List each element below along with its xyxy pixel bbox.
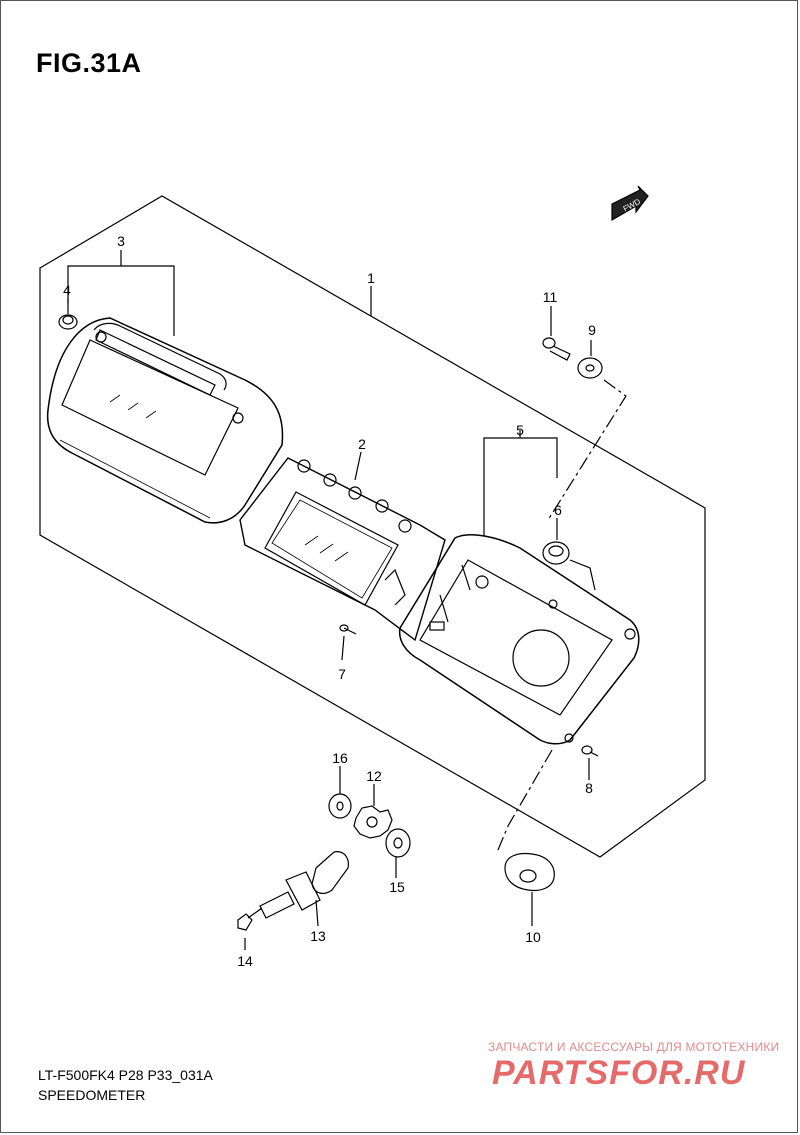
leader-5 [483, 437, 558, 536]
screw-11 [542, 337, 571, 361]
screw-7 [339, 624, 357, 635]
leader-2 [354, 451, 362, 481]
washer-15 [385, 828, 411, 858]
meter-cover-3 [46, 317, 284, 524]
fwd-arrow-icon [611, 185, 649, 222]
part-label-16: 16 [332, 750, 348, 766]
assembly-line-9 [547, 379, 627, 521]
part-label-3: 3 [117, 233, 125, 249]
gear-12 [353, 805, 393, 839]
part-label-15: 15 [389, 879, 405, 895]
bolt-14 [237, 907, 263, 931]
washer-16 [328, 793, 352, 819]
watermark-tagline: ЗАПЧАСТИ И АКСЕССУАРЫ ДЛЯ МОТОТЕХНИКИ [488, 1040, 780, 1054]
part-label-9: 9 [588, 322, 596, 338]
part-label-13: 13 [310, 928, 326, 944]
part-label-5: 5 [516, 422, 524, 438]
leader-7 [341, 635, 345, 661]
part-label-14: 14 [237, 953, 253, 969]
part-label-11: 11 [542, 289, 558, 305]
part-label-10: 10 [525, 929, 541, 945]
part-label-1: 1 [367, 270, 375, 286]
diagram-name: SPEEDOMETER [38, 1087, 146, 1103]
part-label-2: 2 [358, 436, 366, 452]
part-label-7: 7 [338, 666, 346, 682]
cushion-6 [542, 541, 570, 565]
part-label-12: 12 [366, 768, 382, 784]
grommet-4 [58, 314, 78, 330]
assembly-line-10 [497, 749, 553, 851]
figure-title: FIG.31A [36, 48, 142, 78]
diagram-code: LT-F500FK4 P28 P33_031A [38, 1067, 213, 1083]
grommet-10 [504, 852, 555, 892]
meter-case-5 [398, 534, 640, 745]
washer-9 [577, 357, 603, 379]
part-label-6: 6 [554, 502, 562, 518]
leader-3 [67, 265, 175, 336]
assembly-outline [39, 195, 706, 858]
meter-module-2 [239, 457, 446, 642]
part-label-8: 8 [585, 780, 593, 796]
leader-13 [315, 899, 319, 927]
screw-8 [581, 745, 599, 757]
speed-sensor-13 [259, 851, 349, 919]
part-label-4: 4 [63, 282, 71, 298]
watermark-logo: PARTSFOR.RU [492, 1054, 746, 1092]
